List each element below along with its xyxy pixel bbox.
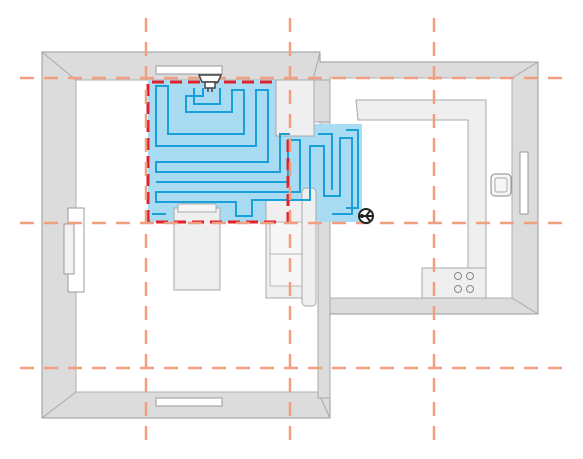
sofa-seat [269,221,303,255]
partition-wall [312,79,331,123]
pipe-loop-1 [155,85,290,173]
kitchen-counter [355,99,512,299]
hob-icon [454,272,474,293]
connection-point-icon[interactable] [358,208,374,224]
sofa-seat-2 [269,253,303,287]
table-top [177,203,217,213]
manifold-icon[interactable] [197,74,223,92]
cabinet [275,79,315,137]
window-top [155,65,223,75]
sofa-arm [301,187,317,307]
table [173,207,221,291]
heating-pipes [152,85,359,217]
window-right [519,151,529,215]
grid-lines [20,18,565,445]
window-left [63,223,75,275]
furniture [173,79,317,307]
sink-basin [494,177,508,193]
window-bottom [155,397,223,407]
sink-icon [490,173,512,197]
windows [63,65,529,407]
pipe-loop-4 [318,129,359,209]
wall-bevel [41,51,539,419]
counter-bottom [421,267,487,299]
pipe-loop-2 [193,88,221,105]
pipe-loop-3 [155,137,353,217]
